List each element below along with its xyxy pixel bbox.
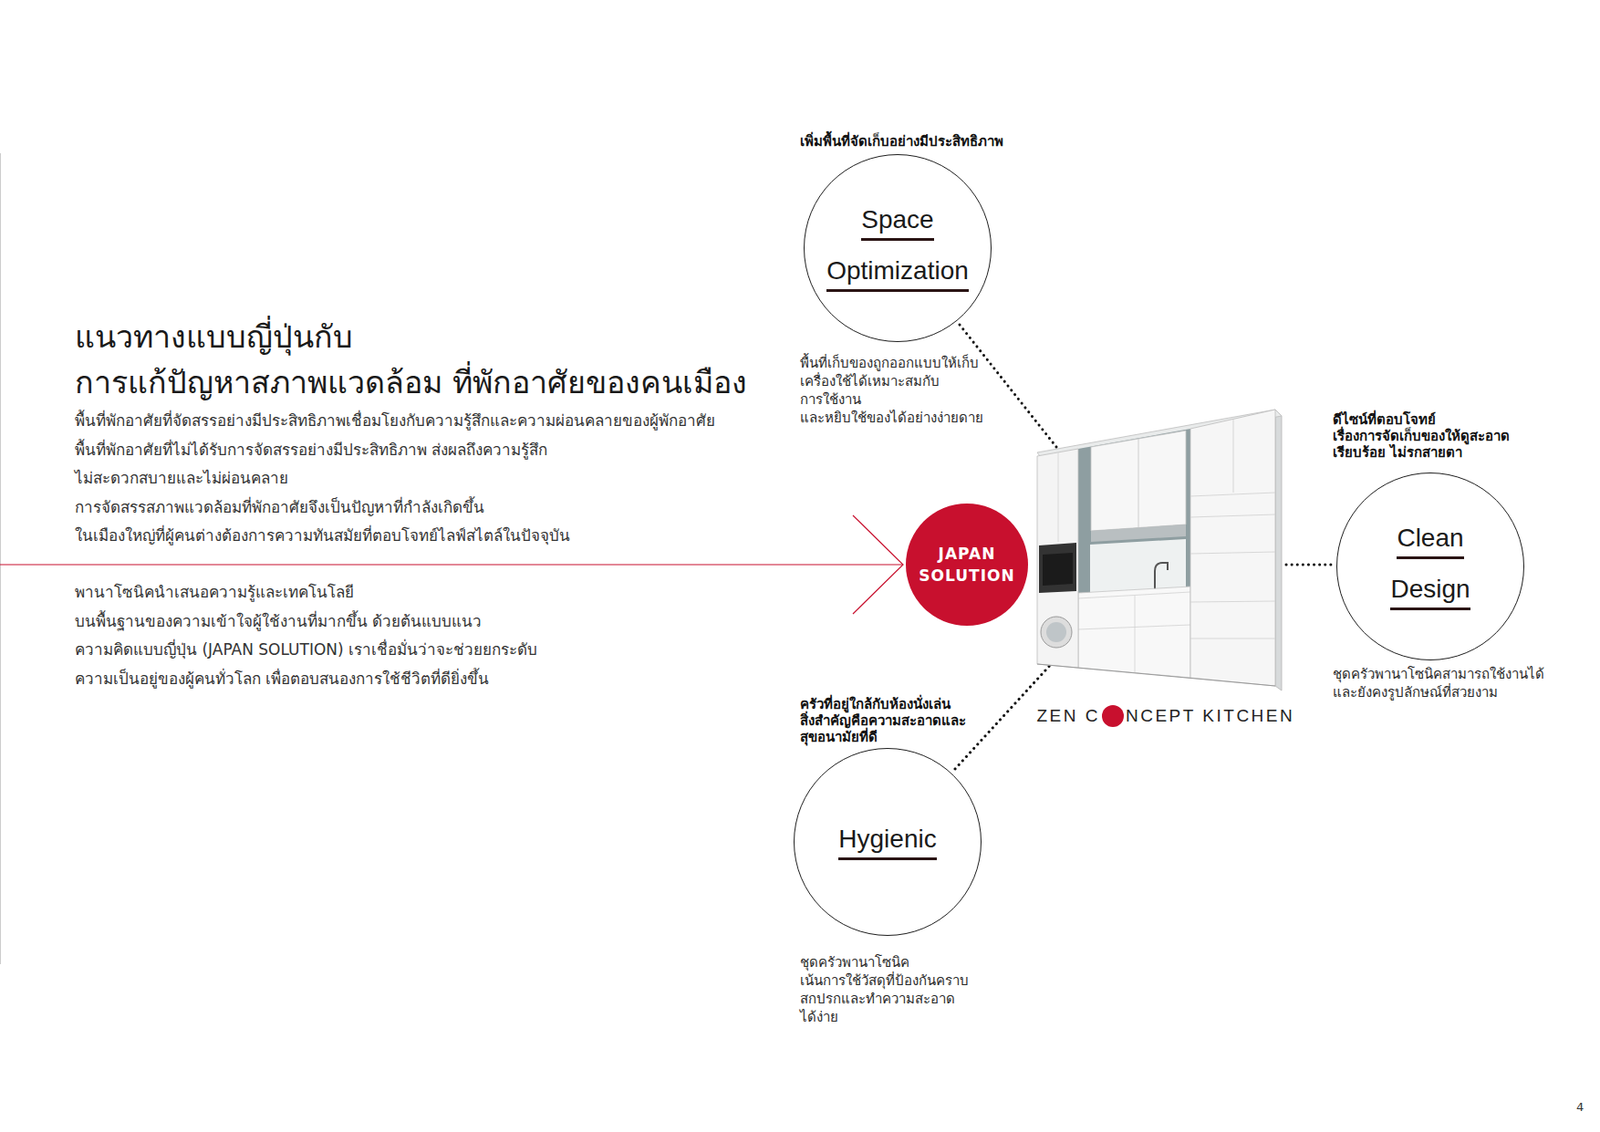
- text-line: สิ่งสำคัญคือความสะอาดและ: [800, 712, 967, 729]
- text-line: Space: [861, 204, 934, 241]
- red-chevron: [852, 515, 904, 614]
- text-line: JAPAN: [918, 542, 1015, 565]
- text-line: พื้นที่พักอาศัยที่ไม่ได้รับการจัดสรรอย่า…: [74, 436, 716, 466]
- kitchen-illustration: [1037, 409, 1282, 691]
- dotted-leader: [959, 324, 1057, 447]
- solution-circle: JAPAN SOLUTION: [905, 503, 1029, 626]
- feature-circle: ดีไซน์ที่ตอบโจทย์ เรื่องการจัดเก็บของให้…: [1336, 472, 1525, 661]
- text-line: พื้นที่พักอาศัยที่จัดสรรอย่างมีประสิทธิภ…: [74, 406, 716, 437]
- text-line: และยังคงรูปลักษณ์ที่สวยงาม: [1332, 683, 1545, 702]
- margin-rule: [0, 153, 1, 965]
- text-line: การจัดสรรสภาพแวดล้อมที่พักอาศัยจึงเป็นปั…: [74, 493, 716, 523]
- text-line: พานาโซนิคนำเสนอความรู้และเทคโนโลยี: [74, 578, 538, 608]
- text-line: เรียบร้อย ไม่รกสายตา: [1332, 444, 1510, 461]
- text-line: Hygienic: [838, 823, 936, 861]
- feature-circle: เพิ่มพื้นที่จัดเก็บอย่างมีประสิทธิภาพSpa…: [803, 154, 992, 343]
- intro-paragraph: พานาโซนิคนำเสนอความรู้และเทคโนโลยี บนพื้…: [74, 578, 538, 694]
- text-line: ZEN C: [1037, 705, 1102, 728]
- feature-description: ชุดครัวพานาโซนิคสามารถใช้งานได้ และยังคง…: [1332, 664, 1545, 702]
- text-line: 4: [1576, 1100, 1584, 1115]
- text-line: สุขอนามัยที่ดี: [800, 728, 967, 746]
- text-line: และหยิบใช้ของได้อย่างง่ายดาย: [800, 408, 984, 427]
- brand-caption: NCEPT KITCHEN: [1125, 705, 1295, 728]
- feature-heading: ครัวที่อยู่ใกล้กับห้องนั่งเล่น สิ่งสำคัญ…: [800, 696, 967, 746]
- text-line: Clean: [1396, 522, 1464, 560]
- text-line: การแก้ปัญหาสภาพแวดล้อม ที่พักอาศัยของคนเ…: [74, 359, 748, 406]
- feature-description: ชุดครัวพานาโซนิค เน้นการใช้วัสดุที่ป้องก…: [800, 953, 969, 1027]
- text-line: ชุดครัวพานาโซนิค: [800, 953, 969, 972]
- text-line: เพิ่มพื้นที่จัดเก็บอย่างมีประสิทธิภาพ: [800, 133, 1004, 150]
- feature-name: Space Optimization: [826, 204, 969, 292]
- text-line: ความเป็นอยู่ของผู้คนทั่วโลก เพื่อตอบสนอง…: [74, 664, 538, 695]
- intro-paragraph: พื้นที่พักอาศัยที่จัดสรรอย่างมีประสิทธิภ…: [74, 406, 716, 551]
- text-line: NCEPT KITCHEN: [1125, 705, 1295, 728]
- brand-red-dot: [1101, 705, 1124, 728]
- text-line: เน้นการใช้วัสดุที่ป้องกันคราบ: [800, 971, 969, 990]
- page-title: แนวทางแบบญี่ปุ่นกับ การแก้ปัญหาสภาพแวดล้…: [74, 313, 748, 406]
- text-line: เรื่องการจัดเก็บของให้ดูสะอาด: [1332, 427, 1510, 445]
- feature-heading: ดีไซน์ที่ตอบโจทย์ เรื่องการจัดเก็บของให้…: [1332, 411, 1510, 461]
- feature-circle: ครัวที่อยู่ใกล้กับห้องนั่งเล่น สิ่งสำคัญ…: [793, 748, 982, 936]
- text-line: สกปรกและทำความสะอาด: [800, 989, 969, 1008]
- red-guide-line: [0, 563, 904, 565]
- text-line: Optimization: [826, 255, 969, 292]
- feature-description: พื้นที่เก็บของถูกออกแบบให้เก็บ เครื่องใช…: [800, 353, 984, 427]
- feature-name: Hygienic: [838, 823, 936, 861]
- text-line: เครื่องใช้ได้เหมาะสมกับ: [800, 372, 984, 391]
- text-line: Design: [1390, 573, 1470, 611]
- text-line: แนวทางแบบญี่ปุ่นกับ: [74, 313, 748, 360]
- text-line: ครัวที่อยู่ใกล้กับห้องนั่งเล่น: [800, 696, 967, 713]
- dotted-leader: [1286, 563, 1331, 567]
- text-line: บนพื้นฐานของความเข้าใจผู้ใช้งานที่มากขึ้…: [74, 607, 538, 637]
- text-line: พื้นที่เก็บของถูกออกแบบให้เก็บ: [800, 353, 984, 373]
- feature-name: Clean Design: [1390, 522, 1470, 611]
- solution-name: JAPAN SOLUTION: [918, 542, 1015, 587]
- brand-caption: ZEN C: [1037, 705, 1102, 728]
- feature-heading: เพิ่มพื้นที่จัดเก็บอย่างมีประสิทธิภาพ: [800, 133, 1004, 150]
- text-line: ความคิดแบบญี่ปุ่น (JAPAN SOLUTION) เราเช…: [74, 635, 538, 665]
- text-line: ในเมืองใหญ่ที่ผู้คนต่างต้องการความทันสมั…: [74, 521, 716, 551]
- text-line: ไม่สะดวกสบายและไม่ผ่อนคลาย: [74, 464, 716, 494]
- text-line: ได้ง่าย: [800, 1007, 969, 1027]
- text-line: SOLUTION: [918, 564, 1015, 587]
- page-number: 4: [1576, 1100, 1584, 1115]
- text-line: การใช้งาน: [800, 390, 984, 409]
- text-line: ชุดครัวพานาโซนิคสามารถใช้งานได้: [1332, 664, 1545, 684]
- text-line: ดีไซน์ที่ตอบโจทย์: [1332, 411, 1510, 428]
